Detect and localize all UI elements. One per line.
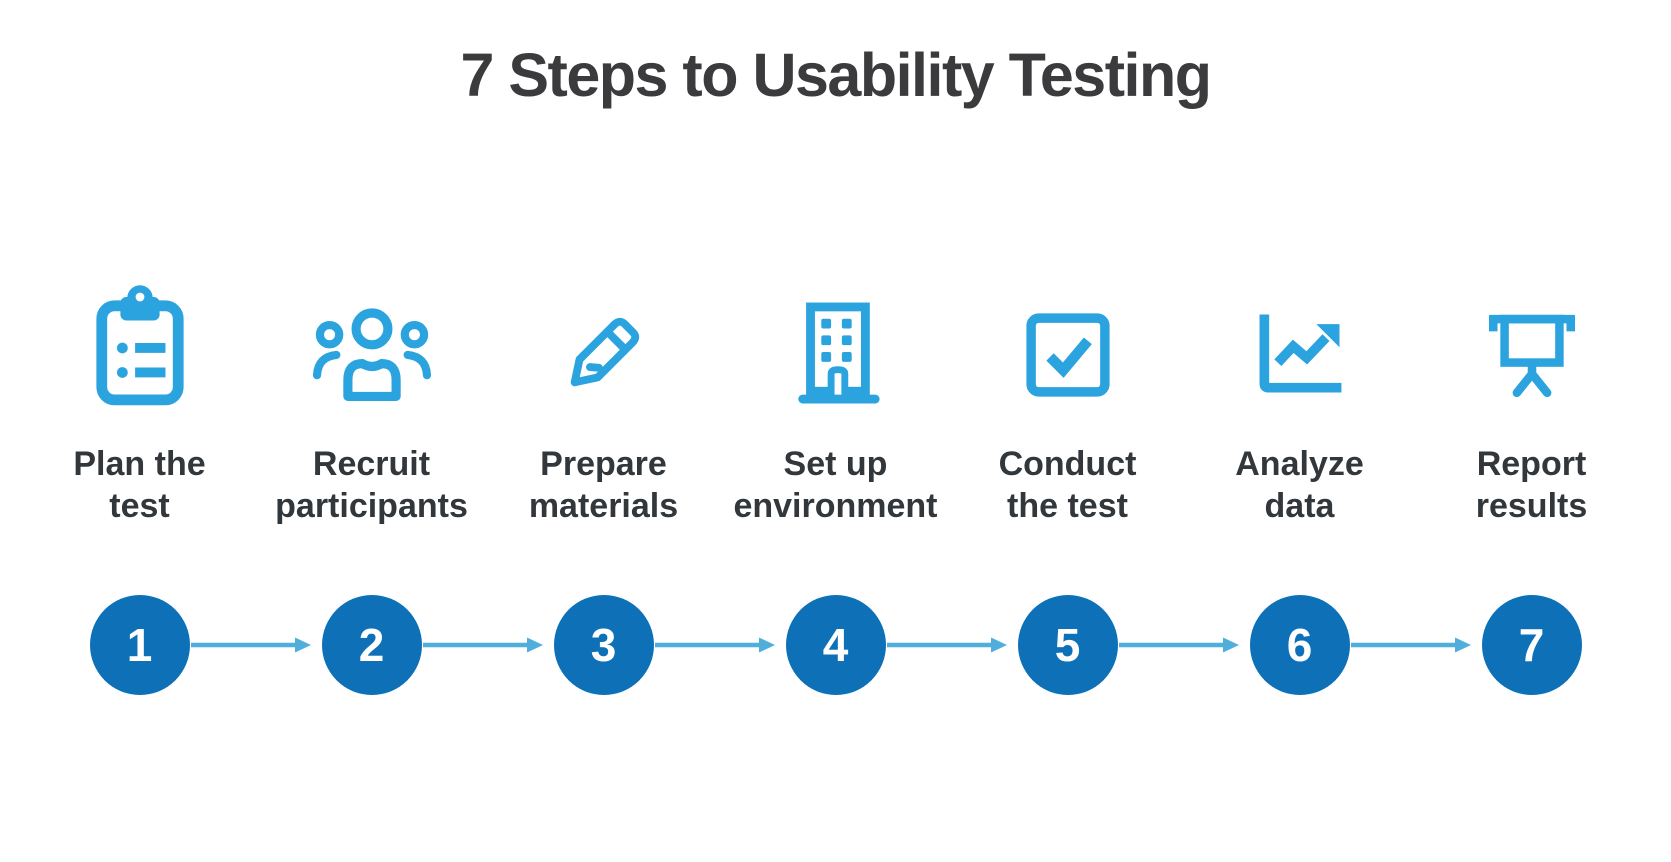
- arrow-right-icon: [886, 637, 1007, 653]
- step-column-2: Recruit participants 2: [256, 279, 543, 695]
- step-column-6: Analyze data 6: [1184, 279, 1471, 695]
- step-number-badge: 2: [321, 595, 422, 695]
- clipboard-checklist-icon: [95, 285, 184, 406]
- step-number-badge: 1: [89, 595, 190, 695]
- step-label: Report results: [1475, 445, 1588, 525]
- step-column-4: Set up environment 4: [720, 279, 1007, 695]
- page-title: 7 Steps to Usability Testing: [460, 41, 1212, 109]
- step-column-7: Report results 7: [1416, 279, 1648, 695]
- step-label: Prepare materials: [528, 445, 679, 525]
- pencil-icon: [570, 317, 639, 387]
- line-chart-growth-icon: [1259, 314, 1341, 393]
- arrow-right-icon: [1350, 637, 1471, 653]
- arrow-right-icon: [654, 637, 775, 653]
- step-column-1: Plan the test 1: [24, 279, 311, 695]
- step-label: Recruit participants: [275, 445, 468, 525]
- checkbox-checked-icon: [1025, 313, 1110, 397]
- step-label: Conduct the test: [998, 445, 1137, 525]
- step-label: Analyze data: [1235, 445, 1364, 525]
- step-column-5: Conduct the test 5: [952, 279, 1239, 695]
- arrow-right-icon: [422, 637, 543, 653]
- people-group-icon: [312, 308, 431, 401]
- arrow-right-icon: [1118, 637, 1239, 653]
- step-column-3: Prepare materials 3: [488, 279, 775, 695]
- step-label: Set up environment: [733, 445, 938, 525]
- presentation-board-icon: [1488, 314, 1575, 398]
- step-number-badge: 3: [553, 595, 654, 695]
- step-number-badge: 5: [1017, 595, 1118, 695]
- step-label: Plan the test: [73, 445, 206, 525]
- step-number-badge: 7: [1481, 595, 1582, 695]
- step-number-badge: 4: [785, 595, 886, 695]
- steps-grid: Plan the test 1: [24, 279, 1648, 695]
- arrow-right-icon: [190, 637, 311, 653]
- step-number-badge: 6: [1249, 595, 1350, 695]
- building-icon: [797, 302, 880, 404]
